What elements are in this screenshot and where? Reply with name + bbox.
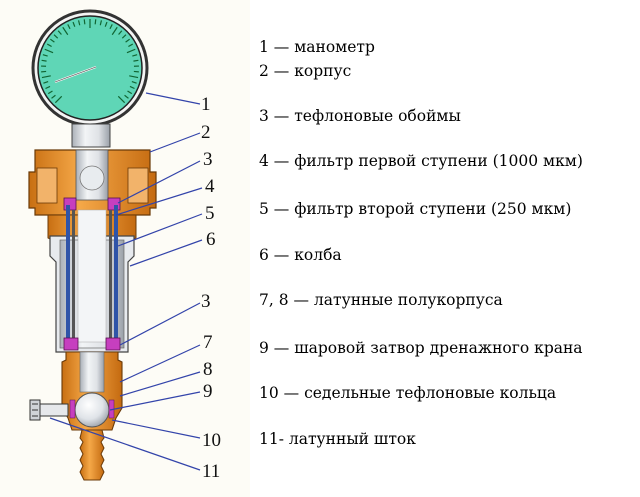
gauge-tick — [44, 48, 54, 54]
valve-handle-stem — [37, 403, 69, 417]
gauge-tick — [54, 95, 63, 104]
gauge-tick — [51, 94, 56, 99]
gauge-tick — [47, 90, 53, 95]
gauge-tick — [42, 54, 48, 57]
ball-valve — [74, 392, 110, 428]
callout-10: 10 — [202, 430, 221, 451]
gauge-tick — [67, 24, 71, 30]
gauge-tick — [41, 59, 47, 62]
leader-11 — [49, 417, 201, 471]
gauge-face — [37, 15, 143, 121]
leader-lines — [49, 92, 203, 471]
legend: 1 — манометр 2 — корпус 3 — тефлоновые о… — [259, 0, 639, 497]
legend-item-4: 4 — фильтр первой ступени (1000 мкм) — [259, 152, 583, 170]
gauge-tick — [129, 85, 135, 90]
callout-2: 2 — [201, 122, 211, 143]
gauge-tick — [53, 34, 59, 39]
leader-3a — [117, 160, 201, 204]
callout-numbers: 1 2 3 4 5 6 3 7 8 9 10 11 — [201, 94, 221, 482]
gauge-tick — [77, 20, 81, 26]
callout-5: 5 — [205, 203, 215, 224]
legend-item-10: 10 — седельные тефлоновые кольца — [259, 384, 557, 402]
legend-item-6: 6 — колба — [259, 246, 342, 264]
leader-9 — [109, 391, 201, 411]
gauge-tick — [46, 43, 52, 48]
gauge-tick — [99, 20, 103, 26]
gauge-tick — [72, 21, 76, 27]
legend-item-3: 3 — тефлоновые обоймы — [259, 107, 461, 125]
gauge-tick — [94, 19, 97, 25]
gauge-tick — [125, 38, 130, 43]
gauge-tick — [118, 30, 123, 35]
gauge-tick — [111, 26, 118, 36]
callout-3b: 3 — [201, 291, 211, 312]
gauge-ticks — [41, 19, 139, 104]
legend-item-9: 9 — шаровой затвор дренажного крана — [259, 339, 583, 357]
leader-4 — [115, 187, 203, 216]
filter-cutaway-diagram: 1 2 3 4 5 6 3 7 8 9 10 11 — [28, 9, 221, 482]
leader-7 — [119, 344, 201, 383]
gauge-tick — [121, 34, 127, 39]
filter-elements — [66, 205, 118, 345]
gauge-tick — [45, 85, 51, 90]
legend-item-1: 1 — манометр — [259, 38, 375, 56]
legend-item-7-8: 7, 8 — латунные полукорпуса — [259, 291, 503, 309]
leader-5 — [117, 213, 203, 247]
leader-1 — [145, 92, 201, 105]
drain-valve-assembly — [29, 351, 123, 481]
gauge-tick — [104, 21, 108, 27]
gauge-tick — [57, 30, 62, 35]
lower-teflon-cages — [63, 337, 121, 351]
callout-6: 6 — [206, 229, 216, 250]
callout-8: 8 — [203, 359, 213, 380]
gauge-tick — [83, 19, 86, 25]
gauge-tick — [126, 48, 136, 54]
gauge-tick — [128, 43, 134, 48]
gauge-tick — [62, 26, 69, 36]
gauge-stem — [71, 123, 111, 148]
leader-3b — [119, 302, 201, 346]
leader-2 — [149, 132, 201, 153]
manometer — [31, 9, 149, 148]
gauge-tick — [127, 90, 133, 95]
gauge-tick — [43, 81, 49, 84]
leader-8 — [119, 371, 201, 397]
gauge-tick — [50, 38, 55, 43]
legend-item-2: 2 — корпус — [259, 62, 352, 80]
callout-11: 11 — [202, 461, 220, 482]
gauge-tick — [109, 24, 113, 30]
legend-item-5: 5 — фильтр второй ступени (250 мкм) — [259, 200, 572, 218]
callout-1: 1 — [201, 94, 211, 115]
legend-item-11: 11- латунный шток — [259, 430, 416, 448]
gauge-tick — [117, 95, 126, 104]
gauge-tick — [131, 81, 137, 84]
gauge-tick — [133, 59, 139, 62]
gauge-tick — [129, 75, 139, 79]
filter-diagram-panel: 1 2 3 4 5 6 3 7 8 9 10 11 — [0, 0, 250, 497]
leader-6 — [129, 239, 203, 267]
gauge-tick — [124, 94, 129, 99]
leader-10 — [111, 419, 201, 439]
callout-4: 4 — [205, 176, 215, 197]
gauge-tick — [132, 54, 138, 57]
gauge-tick — [41, 75, 51, 79]
callout-3a: 3 — [203, 149, 213, 170]
callout-9: 9 — [203, 381, 213, 402]
callout-7: 7 — [203, 332, 213, 353]
